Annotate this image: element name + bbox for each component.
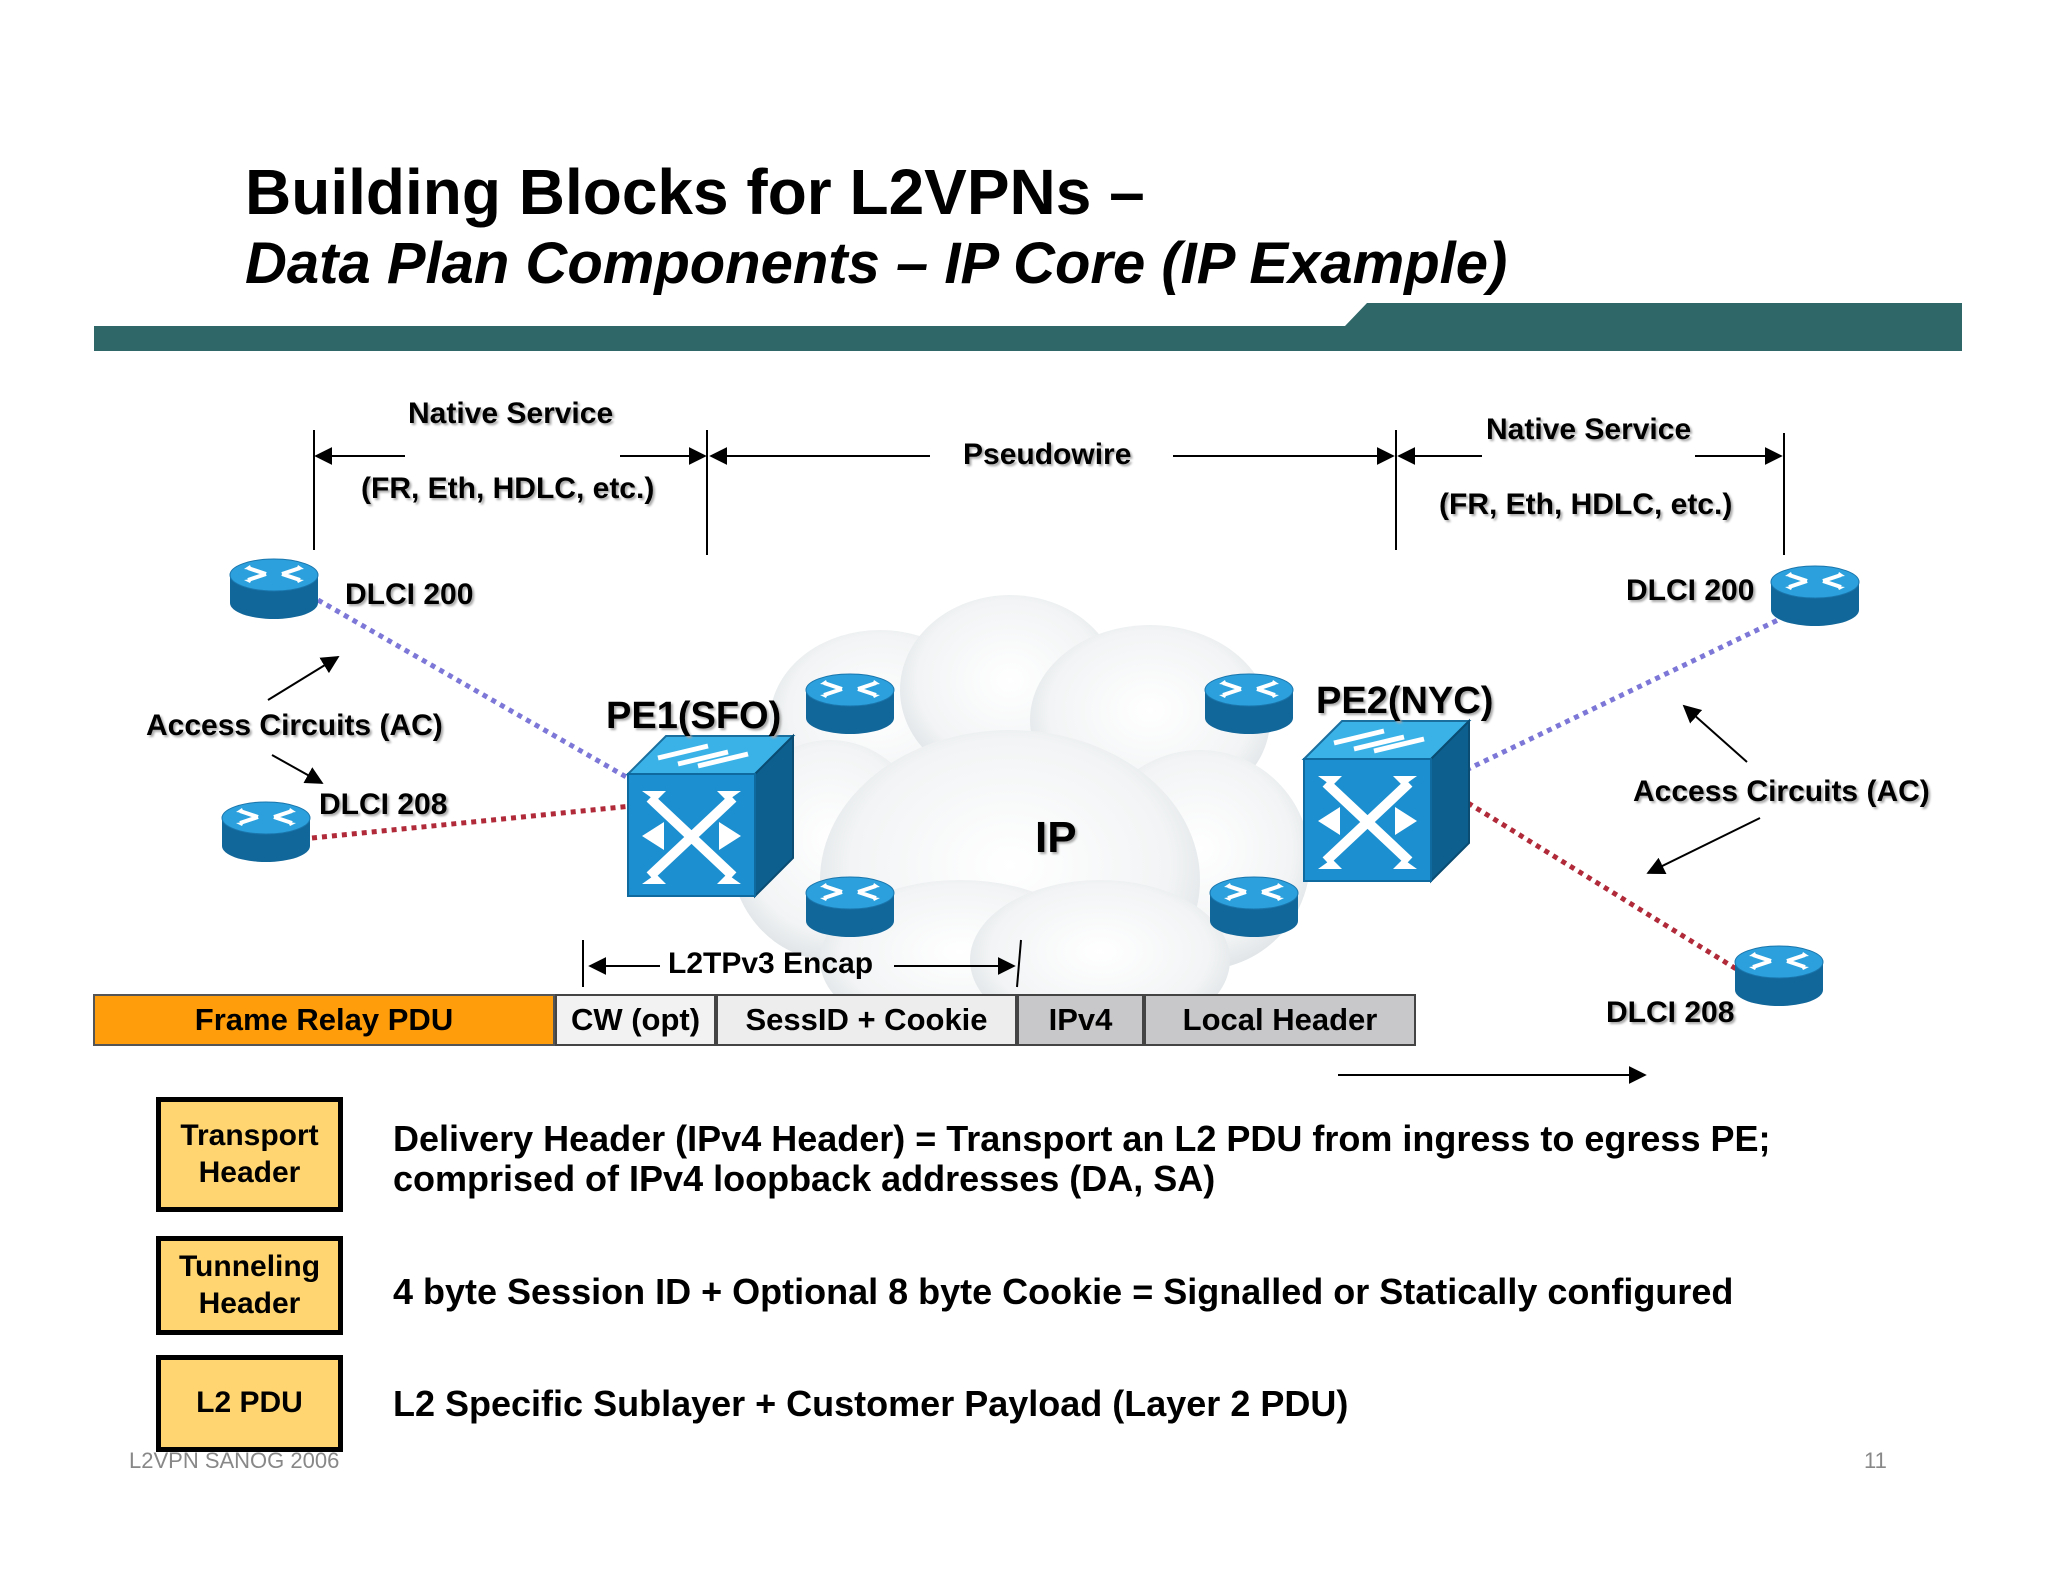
- native-service-right-label: Native Service: [1486, 413, 1692, 446]
- ac-right-pointer-down: [1646, 817, 1761, 874]
- encap-tick-right: [1016, 939, 1022, 988]
- access-line-dlci200-left: [316, 597, 637, 785]
- legend-transport-header-text: Delivery Header (IPv4 Header) = Transpor…: [393, 1118, 1771, 1200]
- pe1-label: PE1(SFO): [606, 695, 782, 737]
- access-circuits-right-label: Access Circuits (AC): [1633, 775, 1930, 808]
- packet-local-header: Local Header: [1144, 994, 1416, 1046]
- page-number: 11: [1864, 1448, 1887, 1473]
- native-service-left-sublabel: (FR, Eth, HDLC, etc.): [361, 472, 655, 505]
- access-line-dlci200-right: [1464, 617, 1780, 773]
- legend-tunneling-header-text: 4 byte Session ID + Optional 8 byte Cook…: [393, 1271, 1734, 1312]
- legend-l2-pdu-box: L2 PDU: [156, 1355, 343, 1452]
- ce-router-dlci208-right: [1733, 944, 1825, 1008]
- packet-ipv4: IPv4: [1017, 994, 1144, 1046]
- core-router-top-right: [1203, 672, 1295, 736]
- pe2-switch-icon: [1304, 721, 1469, 881]
- ac-right-pointer-up: [1682, 704, 1748, 763]
- packet-cw-opt: CW (opt): [555, 994, 716, 1046]
- core-router-bottom-left: [804, 875, 896, 939]
- packet-sessid-cookie: SessID + Cookie: [716, 994, 1017, 1046]
- ip-core-label: IP: [1035, 813, 1077, 862]
- l2tpv3-encap-label: L2TPv3 Encap: [668, 947, 874, 980]
- slide-title: Building Blocks for L2VPNs –: [245, 156, 1145, 228]
- core-router-bottom-right: [1208, 875, 1300, 939]
- dlci-200-right-label: DLCI 200: [1626, 574, 1755, 607]
- legend-transport-header-box: Transport Header: [156, 1097, 343, 1212]
- access-line-dlci208-right: [1466, 800, 1740, 973]
- header-bar: [94, 303, 1962, 351]
- footer-left: L2VPN SANOG 2006: [129, 1448, 340, 1473]
- legend-tunneling-header-box: Tunneling Header: [156, 1236, 343, 1335]
- ac-left-pointer-down: [271, 754, 324, 784]
- access-circuits-left-label: Access Circuits (AC): [146, 709, 443, 742]
- ac-left-pointer-up: [267, 656, 340, 701]
- access-line-dlci208-left: [311, 803, 633, 841]
- dlci-200-left-label: DLCI 200: [345, 578, 474, 611]
- dlci-208-left-label: DLCI 208: [319, 788, 448, 821]
- ce-router-dlci200-left: [228, 557, 320, 621]
- ce-router-dlci200-right: [1769, 564, 1861, 628]
- pe1-switch-icon: [628, 736, 793, 896]
- pe2-label: PE2(NYC): [1316, 680, 1494, 722]
- core-router-top-left: [804, 672, 896, 736]
- pseudowire-label: Pseudowire: [963, 438, 1132, 471]
- native-service-right-sublabel: (FR, Eth, HDLC, etc.): [1439, 488, 1733, 521]
- native-service-left-label: Native Service: [408, 397, 614, 430]
- dlci-208-right-label: DLCI 208: [1606, 996, 1735, 1029]
- legend-l2-pdu-text: L2 Specific Sublayer + Customer Payload …: [393, 1383, 1349, 1424]
- ce-router-dlci208-left: [220, 800, 312, 864]
- slide-subtitle: Data Plan Components – IP Core (IP Examp…: [245, 231, 1508, 296]
- packet-frame-relay-pdu: Frame Relay PDU: [93, 994, 555, 1046]
